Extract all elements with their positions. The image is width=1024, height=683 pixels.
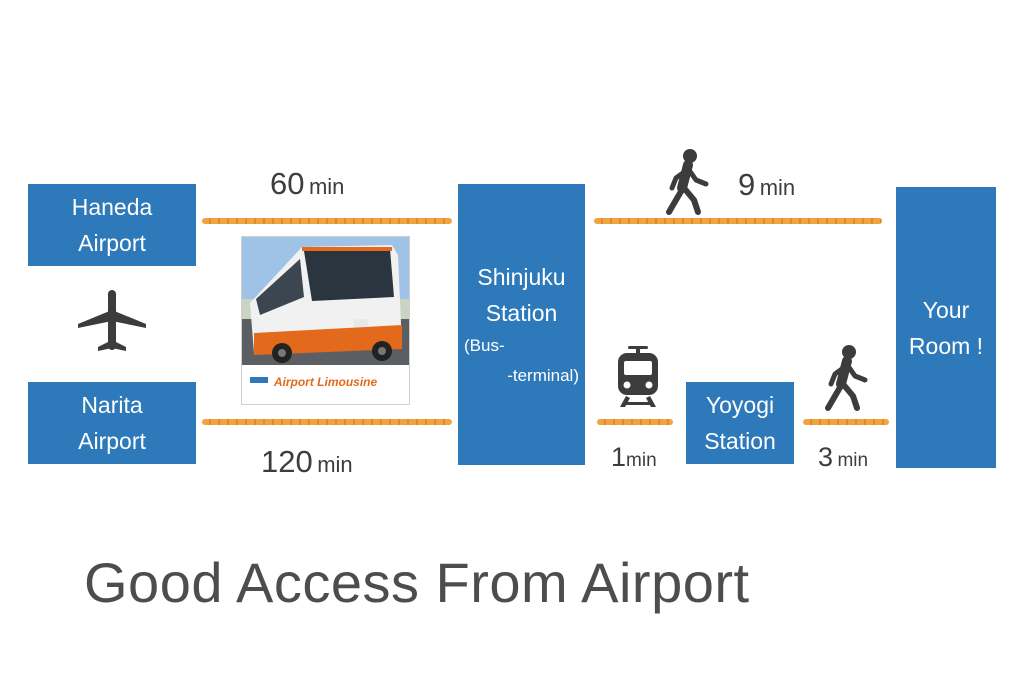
haneda-line2: Airport bbox=[78, 230, 146, 256]
time-walk-yoyogi: 3 min bbox=[818, 442, 868, 473]
time-narita-bus: 120 min bbox=[261, 444, 353, 480]
yoyogi-line1: Yoyogi bbox=[705, 392, 775, 418]
room-line1: Your bbox=[922, 296, 970, 323]
time-haneda-bus: 60 min bbox=[270, 166, 344, 202]
narita-line1: Narita bbox=[81, 392, 143, 418]
time-train: 1min bbox=[611, 442, 657, 473]
yoyogi-line2: Station bbox=[704, 428, 776, 454]
shinjuku-line1: Shinjuku bbox=[477, 263, 566, 290]
time-haneda-num: 60 bbox=[270, 166, 305, 201]
shinjuku-line3: (Bus- bbox=[464, 335, 505, 355]
walking-person-icon bbox=[825, 345, 868, 411]
airplane-icon bbox=[78, 290, 146, 351]
time-narita-num: 120 bbox=[261, 444, 313, 479]
haneda-airport-box: Haneda Airport bbox=[28, 184, 196, 266]
route-narita-shinjuku bbox=[202, 419, 452, 425]
page-title: Good Access From Airport bbox=[84, 551, 750, 614]
time-narita-unit: min bbox=[317, 452, 353, 477]
shinjuku-line4: -terminal) bbox=[507, 365, 579, 385]
narita-airport-box: Narita Airport bbox=[28, 382, 196, 464]
route-yoyogi-room bbox=[803, 419, 889, 425]
route-shinjuku-yoyogi bbox=[597, 419, 673, 425]
time-train-num: 1 bbox=[611, 442, 627, 472]
airport-limousine-bus-photo: Airport Limousine bbox=[241, 236, 410, 405]
shinjuku-line2: Station bbox=[485, 299, 558, 326]
yoyogi-station-box: Yoyogi Station bbox=[686, 382, 794, 464]
time-walk-shinjuku-num: 9 bbox=[738, 167, 756, 202]
narita-line2: Airport bbox=[78, 428, 146, 454]
time-walk-yoyogi-unit: min bbox=[837, 450, 869, 471]
train-icon bbox=[618, 346, 658, 407]
shinjuku-station-box: Shinjuku Station (Bus- -terminal) bbox=[458, 184, 585, 465]
time-haneda-unit: min bbox=[308, 174, 345, 199]
room-line2: Room ! bbox=[908, 332, 984, 359]
bus-caption: Airport Limousine bbox=[273, 375, 378, 389]
haneda-line1: Haneda bbox=[71, 194, 153, 220]
your-room-box: Your Room ! bbox=[896, 187, 996, 468]
bus-illustration bbox=[242, 237, 409, 404]
time-walk-shinjuku-unit: min bbox=[759, 175, 796, 200]
walking-person-icon bbox=[666, 149, 709, 215]
route-shinjuku-room bbox=[594, 218, 882, 224]
route-haneda-shinjuku bbox=[202, 218, 452, 224]
time-train-unit: min bbox=[626, 450, 657, 471]
time-walk-shinjuku: 9 min bbox=[738, 167, 795, 203]
time-walk-yoyogi-num: 3 bbox=[818, 442, 834, 472]
